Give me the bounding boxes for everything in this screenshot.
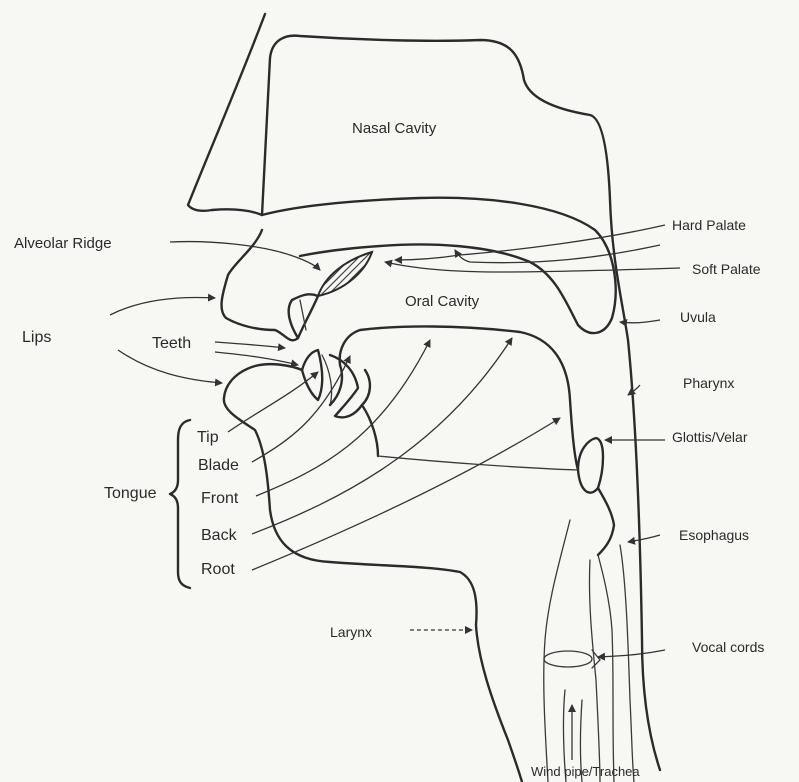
label-pharynx: Pharynx <box>683 375 734 391</box>
anatomy-line <box>378 456 578 470</box>
arrow-root <box>252 418 560 570</box>
label-glottis-velar: Glottis/Velar <box>672 429 748 445</box>
label-back: Back <box>201 527 238 544</box>
lower-teeth <box>302 350 322 400</box>
label-alveolar-ridge: Alveolar Ridge <box>14 235 112 252</box>
arrow-hard-palate-2 <box>455 245 660 263</box>
tongue-bracket <box>170 420 190 588</box>
label-oral-cavity: Oral Cavity <box>405 293 480 310</box>
glottis-shape <box>578 438 603 493</box>
arrow-hard-palate-1 <box>395 225 665 260</box>
label-front: Front <box>201 490 239 507</box>
label-hard-palate: Hard Palate <box>672 217 746 233</box>
label-tongue: Tongue <box>104 485 157 502</box>
label-blade: Blade <box>198 457 239 474</box>
label-nasal-cavity: Nasal Cavity <box>352 120 437 137</box>
label-lips: Lips <box>22 329 51 346</box>
label-root: Root <box>201 561 235 578</box>
esophagus-wall <box>598 555 614 782</box>
arrow-lips-upper <box>110 298 215 315</box>
anatomy-line <box>620 545 634 782</box>
label-teeth: Teeth <box>152 335 191 352</box>
head-back-outline <box>212 36 660 770</box>
larynx-front <box>598 488 614 555</box>
upper-lip <box>222 230 298 340</box>
arrow-teeth-upper <box>215 342 285 348</box>
anatomy-line <box>589 560 600 782</box>
label-esophagus: Esophagus <box>679 527 749 543</box>
arrow-vocal-cords <box>598 650 665 657</box>
label-uvula: Uvula <box>680 309 716 325</box>
arrow-blade <box>252 356 350 462</box>
label-larynx: Larynx <box>330 624 372 640</box>
label-vocal-cords: Vocal cords <box>692 639 764 655</box>
arrow-esophagus <box>628 535 660 542</box>
vocal-cords-shape <box>544 651 592 667</box>
alveolar-ridge-shape <box>318 252 372 296</box>
nose-outline <box>188 14 265 211</box>
anatomy-line <box>362 405 378 456</box>
arrow-pharynx <box>628 385 640 395</box>
arrow-teeth-lower <box>215 352 298 365</box>
label-soft-palate: Soft Palate <box>692 261 761 277</box>
arrow-lips-lower <box>118 350 222 383</box>
label-windpipe: Wind pipe/Trachea <box>531 764 640 779</box>
label-tip: Tip <box>197 429 219 446</box>
